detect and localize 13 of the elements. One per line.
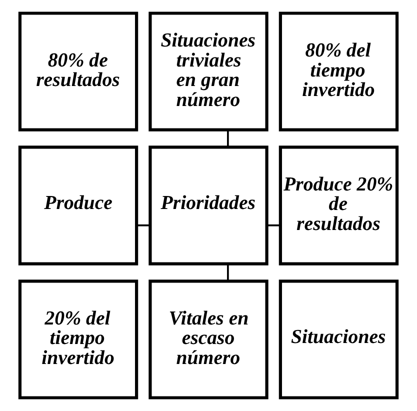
node-box: Produce 20% de resultados (278, 146, 399, 266)
connector (267, 224, 280, 226)
connector (136, 224, 150, 226)
node-box: 20% del tiempo invertido (18, 280, 138, 400)
node-box: 80% de resultados (18, 12, 138, 132)
node-box: Prioridades (148, 146, 268, 266)
node-box: Vitales en escaso número (148, 280, 268, 400)
connector (227, 130, 229, 148)
node-box: 80% del tiempo invertido (278, 12, 399, 132)
node-box: Situaciones triviales en gran número (148, 12, 268, 132)
connector (227, 264, 229, 281)
node-box: Situaciones (278, 280, 399, 400)
node-box: Produce (18, 146, 138, 266)
